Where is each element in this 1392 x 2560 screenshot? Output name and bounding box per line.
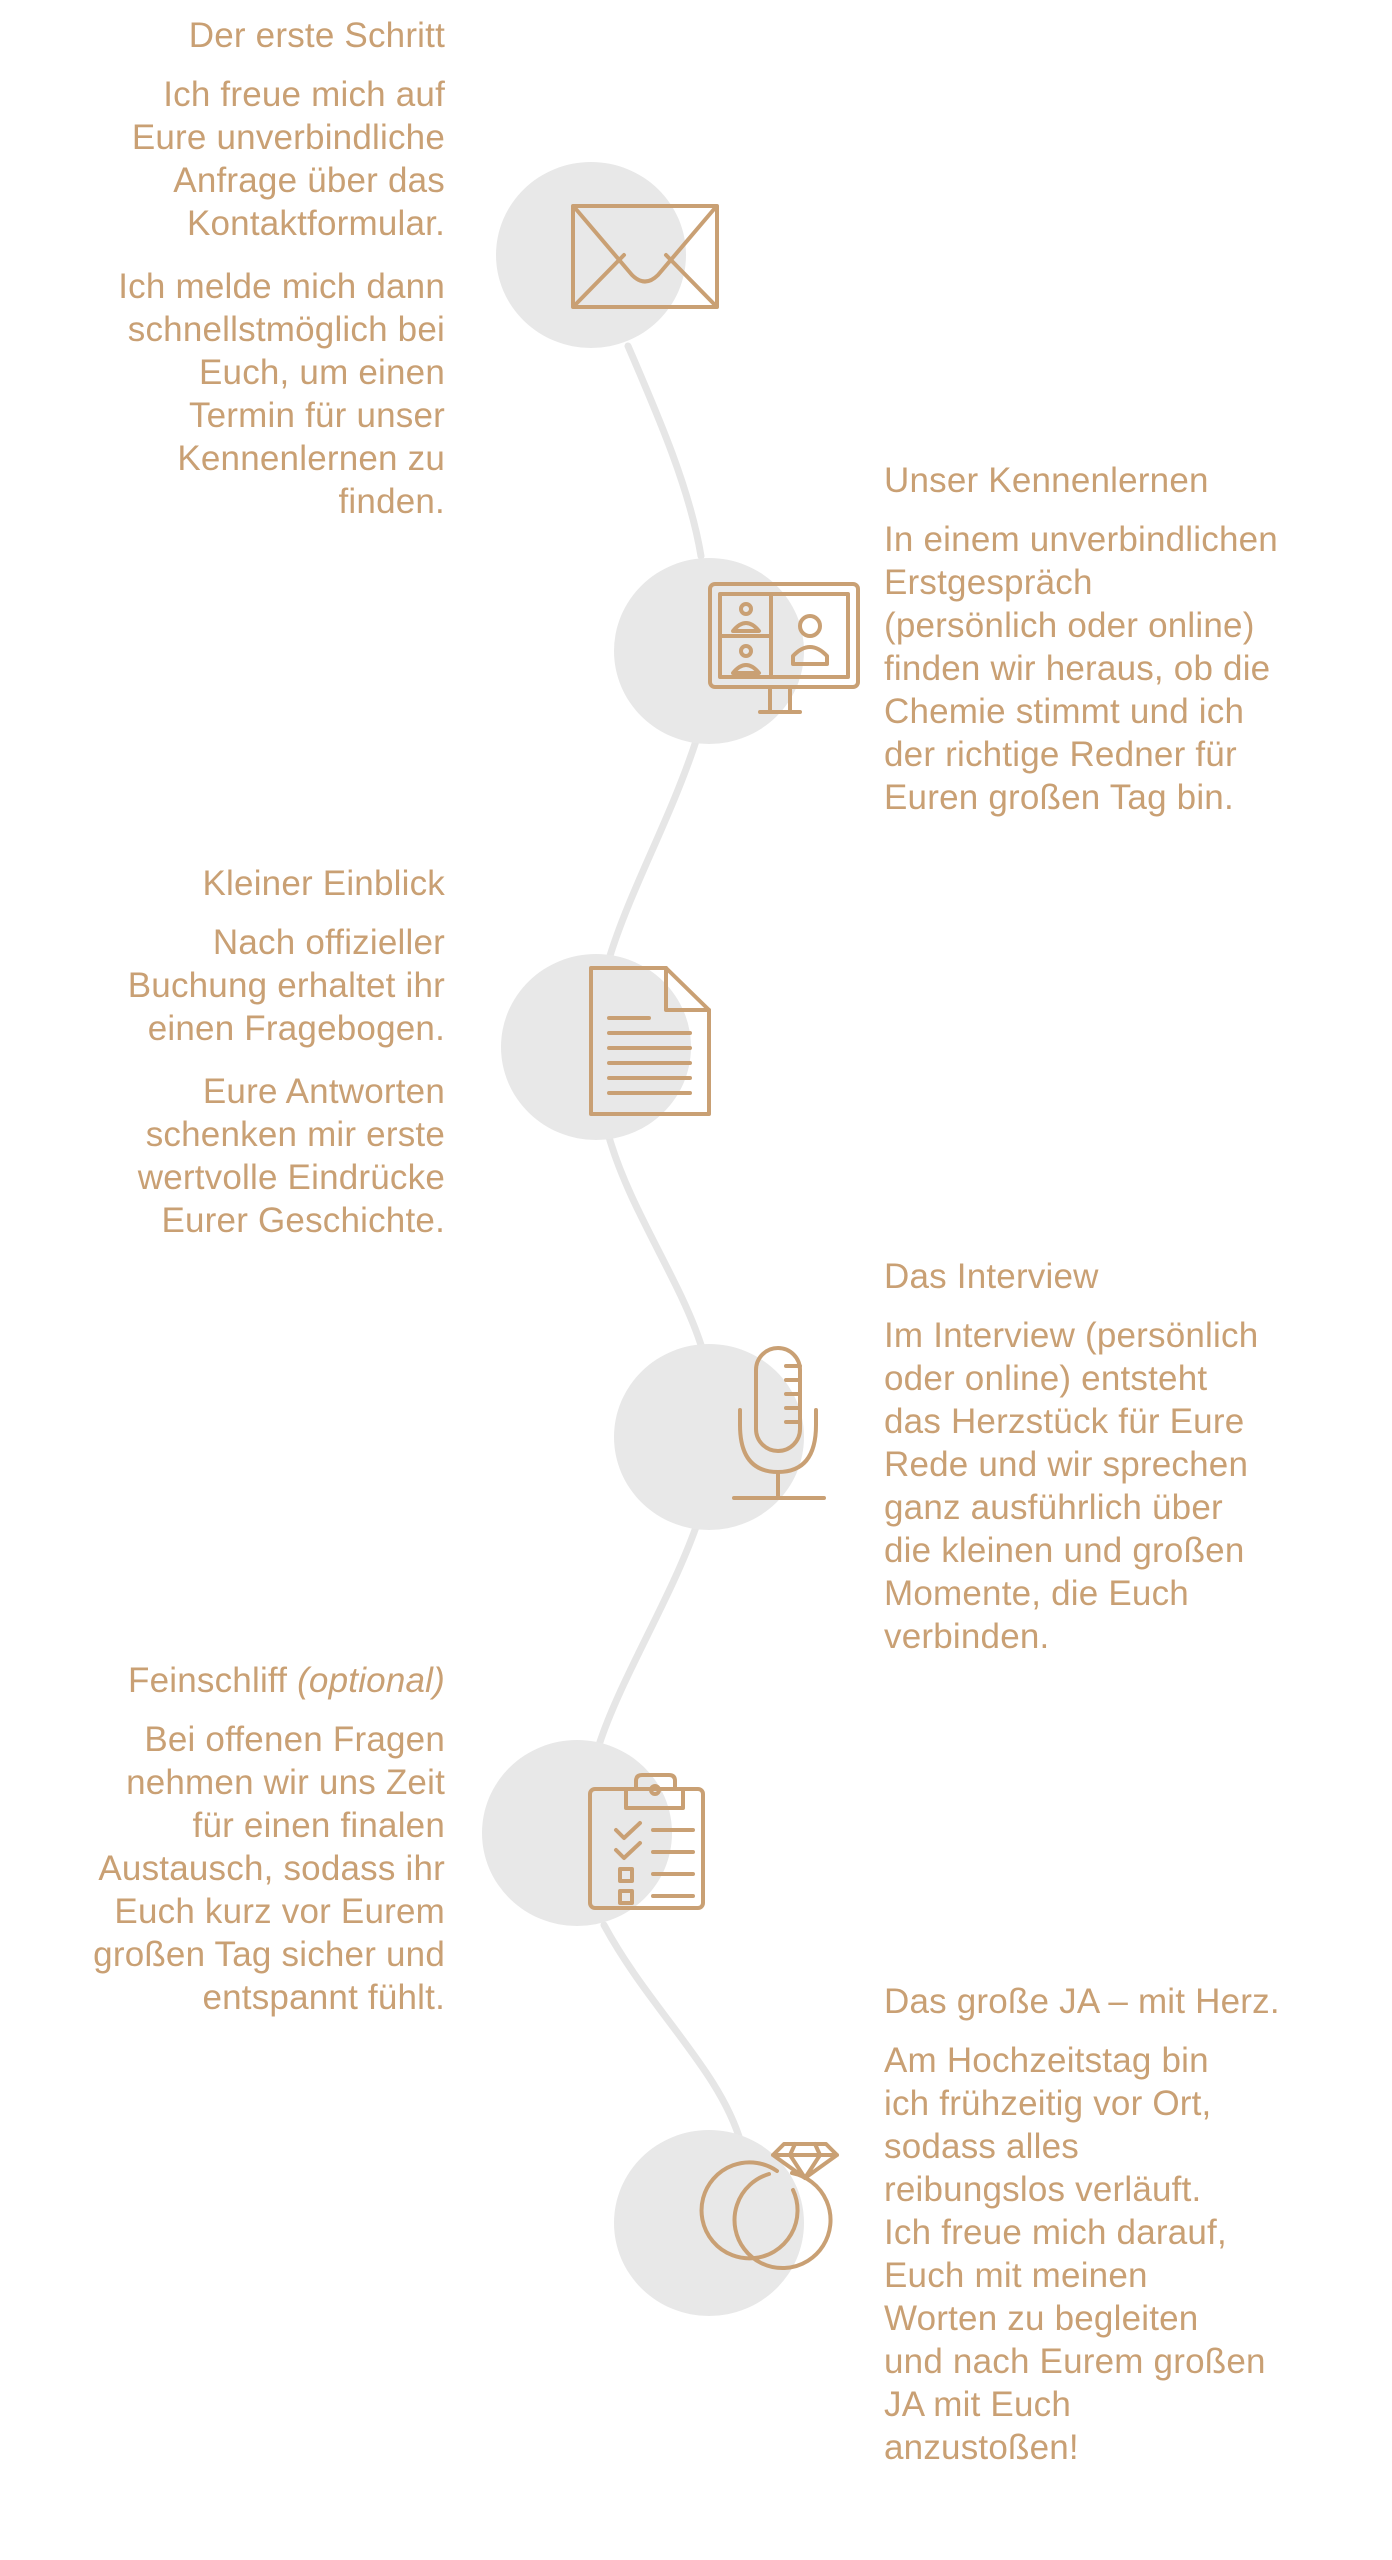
- paragraph-line: für einen finalen: [192, 1806, 445, 1845]
- paragraph-line: Ich freue mich darauf,: [884, 2213, 1227, 2252]
- step-paragraph: Eure Antworten schenken mir erste wertvoll…: [0, 1070, 445, 1242]
- step-title: Das Interview: [884, 1255, 1354, 1298]
- timeline-step: Unser Kennenlernen In einem unverbindlich…: [884, 459, 1354, 839]
- paragraph-line: sodass alles: [884, 2127, 1080, 2166]
- step-title-text: Feinschliff: [128, 1661, 288, 1700]
- step-circle: [614, 2130, 804, 2316]
- paragraph-line: und nach Eurem großen: [884, 2342, 1266, 2381]
- clipboard-checklist-icon: [588, 1773, 705, 1910]
- step-title-text: Der erste Schritt: [188, 16, 445, 55]
- step-title: Das große JA – mit Herz.: [884, 1980, 1354, 2023]
- microphone-icon: [732, 1346, 826, 1500]
- paragraph-line: (persönlich oder online): [884, 606, 1255, 645]
- paragraph-line: Euren großen Tag bin.: [884, 778, 1234, 817]
- paragraph-line: Austausch, sodass ihr: [98, 1849, 445, 1888]
- step-circles: [482, 162, 804, 2316]
- paragraph-line: Termin für unser: [188, 396, 445, 435]
- paragraph-line: der richtige Redner für: [884, 735, 1237, 774]
- paragraph-line: Nach offizieller: [212, 923, 445, 962]
- paragraph-line: das Herzstück für Eure: [884, 1402, 1245, 1441]
- paragraph-line: die kleinen und großen: [884, 1531, 1245, 1570]
- paragraph-line: Eure Antworten: [202, 1072, 445, 1111]
- step-title-text: Kleiner Einblick: [202, 864, 445, 903]
- paragraph-line: einen Fragebogen.: [147, 1009, 445, 1048]
- paragraph-line: Euch, um einen: [198, 353, 445, 392]
- paragraph-line: anzustoßen!: [884, 2428, 1079, 2467]
- paragraph-line: wertvolle Eindrücke: [137, 1158, 445, 1197]
- paragraph-line: Euch kurz vor Eurem: [114, 1892, 445, 1931]
- paragraph-line: großen Tag sicher und: [93, 1935, 445, 1974]
- paragraph-line: Ich melde mich dann: [118, 267, 445, 306]
- paragraph-line: Bei offenen Fragen: [144, 1720, 445, 1759]
- timeline-step: Das große JA – mit Herz. Am Hochzeitstag …: [884, 1980, 1354, 2489]
- timeline-step: Das Interview Im Interview (persönlich ode…: [884, 1255, 1354, 1678]
- step-title: Unser Kennenlernen: [884, 459, 1354, 502]
- paragraph-line: verbinden.: [884, 1617, 1050, 1656]
- step-paragraph: Im Interview (persönlich oder online) ent…: [884, 1314, 1354, 1658]
- timeline-path: [595, 342, 745, 2147]
- paragraph-line: Eure unverbindliche: [131, 118, 445, 157]
- paragraph-line: Momente, die Euch: [884, 1574, 1189, 1613]
- step-title-text: Das große JA – mit Herz.: [884, 1982, 1280, 2021]
- paragraph-line: Rede und wir sprechen: [884, 1445, 1249, 1484]
- paragraph-line: Erstgespräch: [884, 563, 1093, 602]
- paragraph-line: Kontaktformular.: [186, 204, 445, 243]
- document-icon: [589, 966, 711, 1116]
- paragraph-line: Ich freue mich auf: [163, 75, 445, 114]
- paragraph-line: Im Interview (persönlich: [884, 1316, 1259, 1355]
- paragraph-line: oder online) entsteht: [884, 1359, 1208, 1398]
- step-circle: [482, 1740, 672, 1926]
- step-paragraph: Am Hochzeitstag bin ich frühzeitig vor Or…: [884, 2039, 1354, 2469]
- step-title: Der erste Schritt: [0, 14, 445, 57]
- timeline-step: Feinschliff (optional) Bei offenen Fragen…: [0, 1659, 445, 2039]
- paragraph-line: JA mit Euch: [884, 2385, 1071, 2424]
- step-circle: [496, 162, 686, 348]
- step-title-text: Das Interview: [884, 1257, 1099, 1296]
- paragraph-line: nehmen wir uns Zeit: [126, 1763, 445, 1802]
- envelope-icon: [571, 204, 719, 309]
- step-title-text: Unser Kennenlernen: [884, 461, 1209, 500]
- paragraph-line: ich frühzeitig vor Ort,: [884, 2084, 1212, 2123]
- paragraph-line: schnellstmöglich bei: [127, 310, 445, 349]
- paragraph-line: finden wir heraus, ob die: [884, 649, 1271, 688]
- paragraph-line: Worten zu begleiten: [884, 2299, 1199, 2338]
- paragraph-line: finden.: [338, 482, 445, 521]
- paragraph-line: Anfrage über das: [173, 161, 445, 200]
- step-paragraph: Bei offenen Fragen nehmen wir uns Zeit für…: [0, 1718, 445, 2019]
- video-call-icon: [708, 582, 860, 714]
- paragraph-line: schenken mir erste: [145, 1115, 445, 1154]
- paragraph-line: Buchung erhaltet ihr: [127, 966, 445, 1005]
- paragraph-line: ganz ausführlich über: [884, 1488, 1223, 1527]
- paragraph-line: reibungslos verläuft.: [884, 2170, 1202, 2209]
- wedding-rings-icon: [699, 2142, 839, 2271]
- paragraph-line: In einem unverbindlichen: [884, 520, 1278, 559]
- step-title: Feinschliff (optional): [0, 1659, 445, 1702]
- paragraph-line: entspannt fühlt.: [202, 1978, 445, 2017]
- paragraph-line: Am Hochzeitstag bin: [884, 2041, 1209, 2080]
- paragraph-line: Eurer Geschichte.: [161, 1201, 445, 1240]
- step-circle: [614, 1344, 804, 1530]
- paragraph-line: Euch mit meinen: [884, 2256, 1148, 2295]
- paragraph-line: Chemie stimmt und ich: [884, 692, 1245, 731]
- paragraph-line: Kennenlernen zu: [177, 439, 445, 478]
- step-title-note: (optional): [297, 1661, 445, 1700]
- step-title: Kleiner Einblick: [0, 862, 445, 905]
